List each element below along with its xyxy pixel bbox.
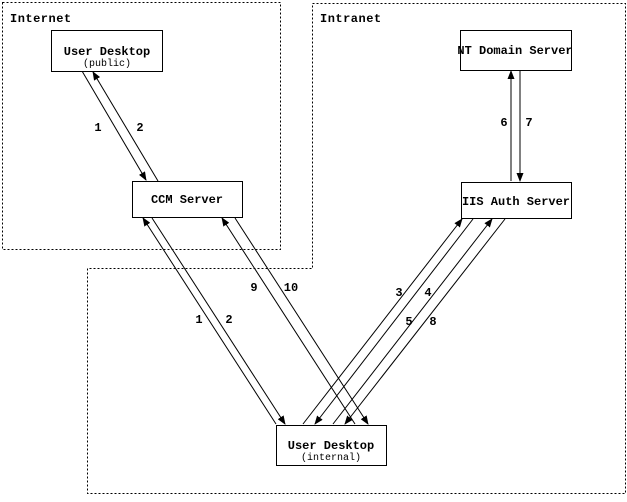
arrow-label-9: 9 xyxy=(250,281,257,295)
arrow-label-1-internet: 1 xyxy=(94,121,101,135)
arrow-8-iis-to-internal-desktop xyxy=(344,218,506,425)
arrow-label-4: 4 xyxy=(424,286,431,300)
arrow-1-internal-desktop-to-ccm xyxy=(142,217,277,425)
intranet-region-outline xyxy=(87,3,626,494)
arrow-label-8: 8 xyxy=(429,315,436,329)
ccm-server-label: CCM Server xyxy=(151,193,223,207)
arrow-label-7: 7 xyxy=(525,116,532,130)
arrow-label-1-intranet: 1 xyxy=(195,313,202,327)
arrow-3-internal-desktop-to-iis xyxy=(302,218,463,425)
internet-region-label: Internet xyxy=(10,12,72,26)
arrow-label-2-internet: 2 xyxy=(136,121,143,135)
arrow-label-6: 6 xyxy=(500,116,507,130)
user-desktop-public-sublabel: (public) xyxy=(83,58,131,70)
arrow-1-public-desktop-to-ccm xyxy=(81,70,147,181)
intranet-region-label: Intranet xyxy=(320,12,382,26)
user-desktop-public-box xyxy=(51,30,163,72)
arrow-label-3: 3 xyxy=(395,286,402,300)
ccm-server-box xyxy=(132,181,243,218)
nt-domain-server-box xyxy=(460,30,572,71)
nt-domain-server-label: NT Domain Server xyxy=(457,44,572,58)
iis-auth-server-label: IIS Auth Server xyxy=(462,195,570,209)
user-desktop-public-label: User Desktop xyxy=(64,45,150,59)
arrow-10-ccm-to-internal-desktop xyxy=(234,217,369,425)
arrow-4-iis-to-internal-desktop xyxy=(314,218,474,425)
iis-auth-server-box xyxy=(461,182,572,219)
arrow-label-10: 10 xyxy=(284,281,298,295)
user-desktop-internal-label: User Desktop xyxy=(288,439,374,453)
internet-region-outline xyxy=(2,2,281,250)
arrow-5-internal-desktop-to-iis xyxy=(332,218,493,425)
arrow-label-2-intranet: 2 xyxy=(225,313,232,327)
user-desktop-internal-box xyxy=(276,425,387,466)
arrow-2-ccm-to-internal-desktop xyxy=(151,217,286,425)
arrow-9-internal-desktop-to-ccm xyxy=(221,217,356,425)
arrow-label-5: 5 xyxy=(405,315,412,329)
user-desktop-internal-sublabel: (internal) xyxy=(301,452,361,464)
arrow-2-ccm-to-public-desktop xyxy=(92,71,159,182)
